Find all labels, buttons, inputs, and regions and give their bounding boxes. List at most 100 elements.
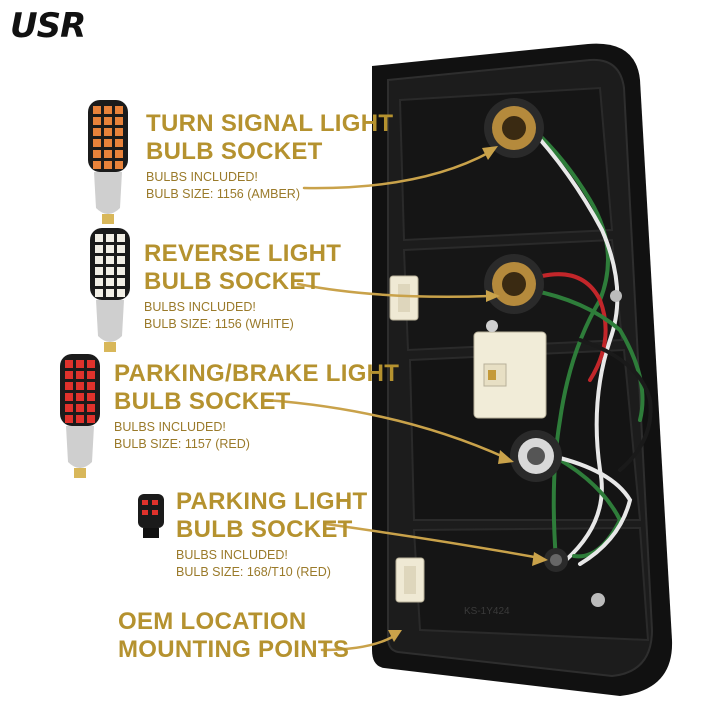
red-t10-bulb-icon [138,494,164,538]
reverse-label: REVERSE LIGHT BULB SOCKET BULBS INCLUDED… [144,240,341,333]
housing-stamp: KS-1Y424 [464,606,510,617]
led-chip [104,139,112,147]
wiring-harness [518,116,653,566]
brake-title-2: BULB SOCKET [114,388,291,415]
reverse-bulb-size: BULB SIZE: 1156 (WHITE) [144,317,294,331]
reverse-title-2: BULB SOCKET [144,268,321,295]
amber-1156-bulb-icon [88,100,128,224]
brake-bulb-size: BULB SIZE: 1157 (RED) [114,437,250,451]
led-chip [87,393,95,401]
led-chip [95,234,103,242]
led-chip [104,117,112,125]
led-chip [87,415,95,423]
led-chip [115,128,123,136]
led-chip [117,234,125,242]
parking-title-1: PARKING LIGHT [176,488,368,515]
oem-label: OEM LOCATION MOUNTING POINTS [118,608,349,664]
led-chip [117,278,125,286]
arrow-turn-signal [302,150,492,190]
led-chip [93,150,101,158]
led-chip [106,267,114,275]
parking-label: PARKING LIGHT BULB SOCKET BULBS INCLUDED… [176,488,367,581]
brake-title-1: PARKING/BRAKE LIGHT [114,360,400,387]
turn-signal-title-1: TURN SIGNAL LIGHT [146,110,394,137]
led-chip [115,161,123,169]
screw-icon [591,593,605,607]
led-chip [106,234,114,242]
led-chip [93,117,101,125]
led-chip [95,278,103,286]
led-chip [106,245,114,253]
led-chip [93,128,101,136]
led-chip [117,256,125,264]
led-chip [76,393,84,401]
led-chip [104,150,112,158]
led-chip [76,382,84,390]
led-chip [76,360,84,368]
turn-signal-bulb-size: BULB SIZE: 1156 (AMBER) [146,187,300,201]
arrow-oem [320,634,396,652]
led-chip [87,371,95,379]
led-chip [104,128,112,136]
brake-bulbs-included: BULBS INCLUDED! [114,420,226,434]
brand-logo: USR [10,6,86,46]
wire-connector [473,320,547,419]
arrow-parking [324,522,542,560]
led-chip [87,404,95,412]
turn-signal-socket [484,98,544,158]
led-chip [115,139,123,147]
led-chip [65,371,73,379]
led-chip [115,150,123,158]
led-chip [106,256,114,264]
reverse-socket [484,254,544,314]
parking-bulb-size: BULB SIZE: 168/T10 (RED) [176,565,331,579]
callout-arrows [264,150,542,652]
led-chip [93,106,101,114]
mounting-clip-lower [395,557,425,603]
oem-title-2: MOUNTING POINTS [118,636,350,663]
led-chip [65,393,73,401]
reverse-bulbs-included: BULBS INCLUDED! [144,300,256,314]
led-chip [65,382,73,390]
led-chip [117,289,125,297]
led-chip [117,267,125,275]
mounting-clip-upper [389,275,419,321]
led-chip [95,256,103,264]
parking-bulbs-included: BULBS INCLUDED! [176,548,288,562]
oem-title-1: OEM LOCATION [118,608,307,635]
led-chip [106,278,114,286]
led-chip [87,360,95,368]
turn-signal-label: TURN SIGNAL LIGHT BULB SOCKET BULBS INCL… [146,110,393,203]
brake-socket [510,430,562,482]
turn-signal-bulbs-included: BULBS INCLUDED! [146,170,258,184]
turn-signal-title-2: BULB SOCKET [146,138,323,165]
led-chip [76,415,84,423]
parking-title-2: BULB SOCKET [176,516,353,543]
reverse-title-1: REVERSE LIGHT [144,240,342,267]
led-chip [93,161,101,169]
led-chip [87,382,95,390]
led-chip [65,415,73,423]
led-chip [117,245,125,253]
brake-label: PARKING/BRAKE LIGHT BULB SOCKET BULBS IN… [114,360,399,453]
led-chip [95,245,103,253]
led-chip [95,289,103,297]
led-chip [93,139,101,147]
white-1156-bulb-icon [90,228,130,352]
led-chip [76,371,84,379]
led-chip [95,267,103,275]
arrowheads [388,146,548,642]
led-chip [65,360,73,368]
arrow-brake [264,398,508,460]
led-chip [115,117,123,125]
screw-icon [610,290,622,302]
led-chip [115,106,123,114]
red-1157-bulb-icon [60,354,100,478]
arrow-reverse [296,282,492,299]
led-chip [65,404,73,412]
led-chip [104,106,112,114]
led-chip [106,289,114,297]
led-chip [104,161,112,169]
parking-socket [544,548,568,572]
